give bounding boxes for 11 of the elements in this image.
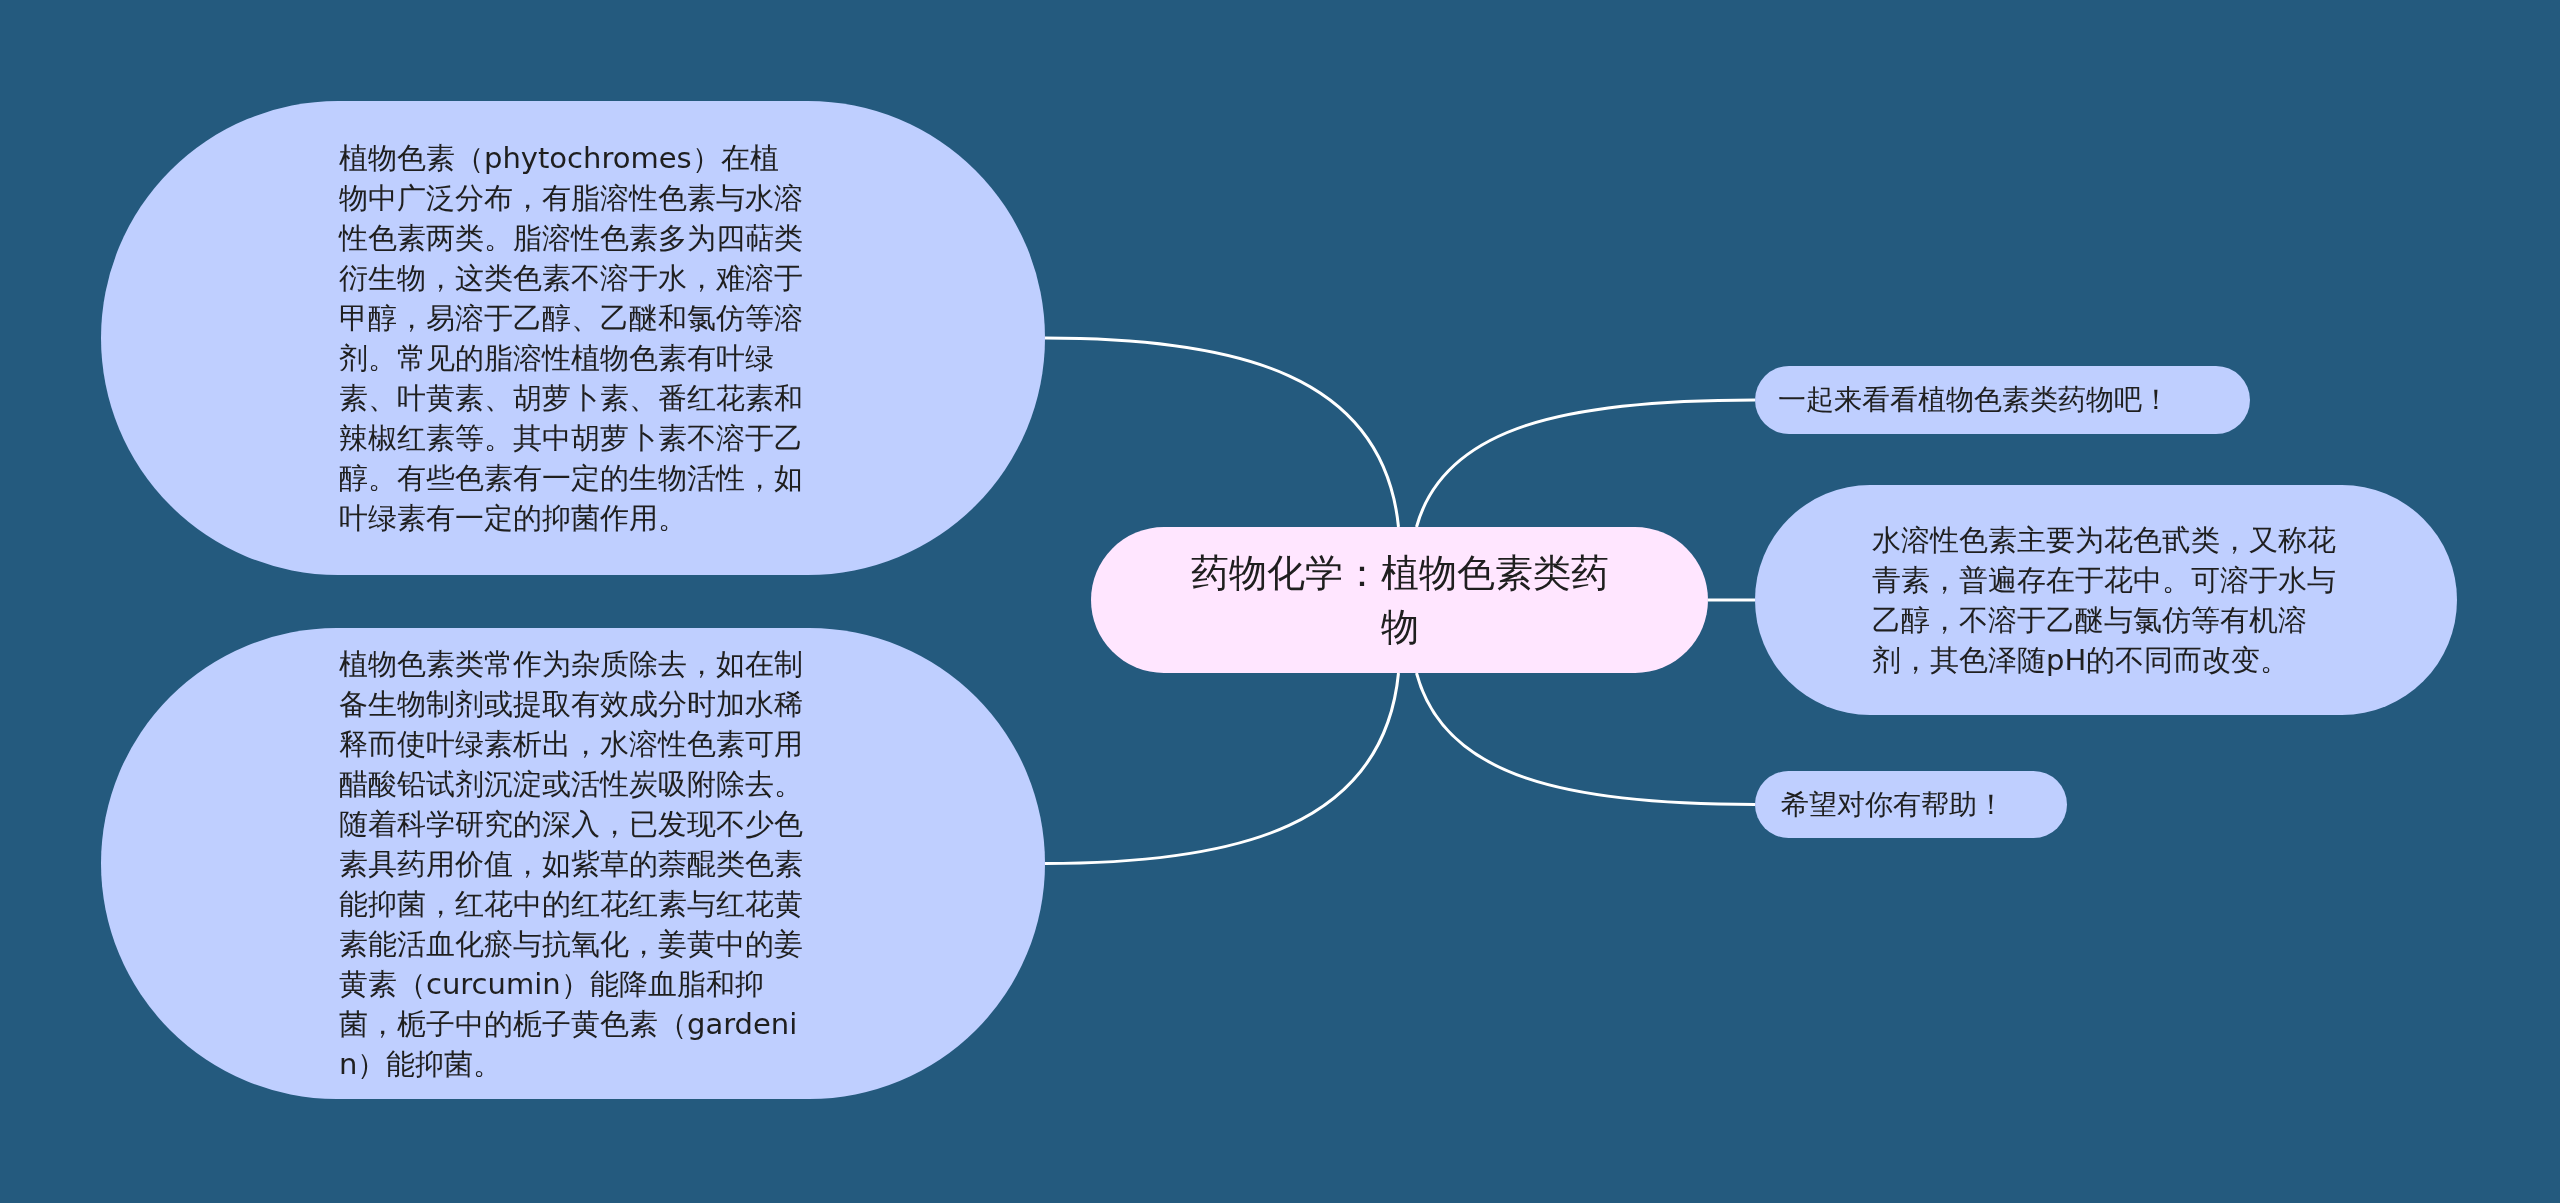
node-text: 植物色素（phytochromes）在植物中广泛分布，有脂溶性色素与水溶性色素两类。脂溶性色素多为四萜类衍生物，这类色素不溶于水，难溶于甲醇，易溶于乙醇、乙醚和氯仿等溶剂。常见的脂溶性植物色素有叶绿素、叶黄素、胡萝卜素、番红花素和辣椒红素等。其中胡萝卜素不溶于乙醇。有些色素有一定的生物活性，如叶绿素有一定的抑菌作用。: [339, 140, 804, 537]
node-text: 水溶性色素主要为花色甙类，又称花青素，普遍存在于花中。可溶于水与乙醇，不溶于乙醚与氯仿等有机溶剂，其色泽随pH的不同而改变。: [1872, 522, 2337, 679]
connector-line: [1415, 672, 1755, 806]
connector-line: [1708, 598, 1755, 602]
topic-text: 药物化学：植物色素类药物: [1189, 550, 1610, 651]
connector-line: [1044, 672, 1400, 865]
node-text: 希望对你有帮助！: [1781, 786, 2006, 823]
connector-line: [1044, 336, 1400, 528]
connector-line: [1415, 398, 1755, 528]
node-text: 植物色素类常作为杂质除去，如在制备生物制剂或提取有效成分时加水稀释而使叶绿素析出，水溶性色素可用醋酸铅试剂沉淀或活性炭吸附除去。随着科学研究的深入，已发现不少色素具药用价值，如紫草的萘醌类色素能抑菌，红花中的红花红素与红花黄素能活血化瘀与抗氧化，姜黄中的姜黄素（curcumin）能降血脂和抑菌，栀子中的栀子黄色素（gardenin）能抑菌。: [339, 645, 804, 1083]
node-text: 一起来看看植物色素类药物吧！: [1777, 382, 2171, 418]
